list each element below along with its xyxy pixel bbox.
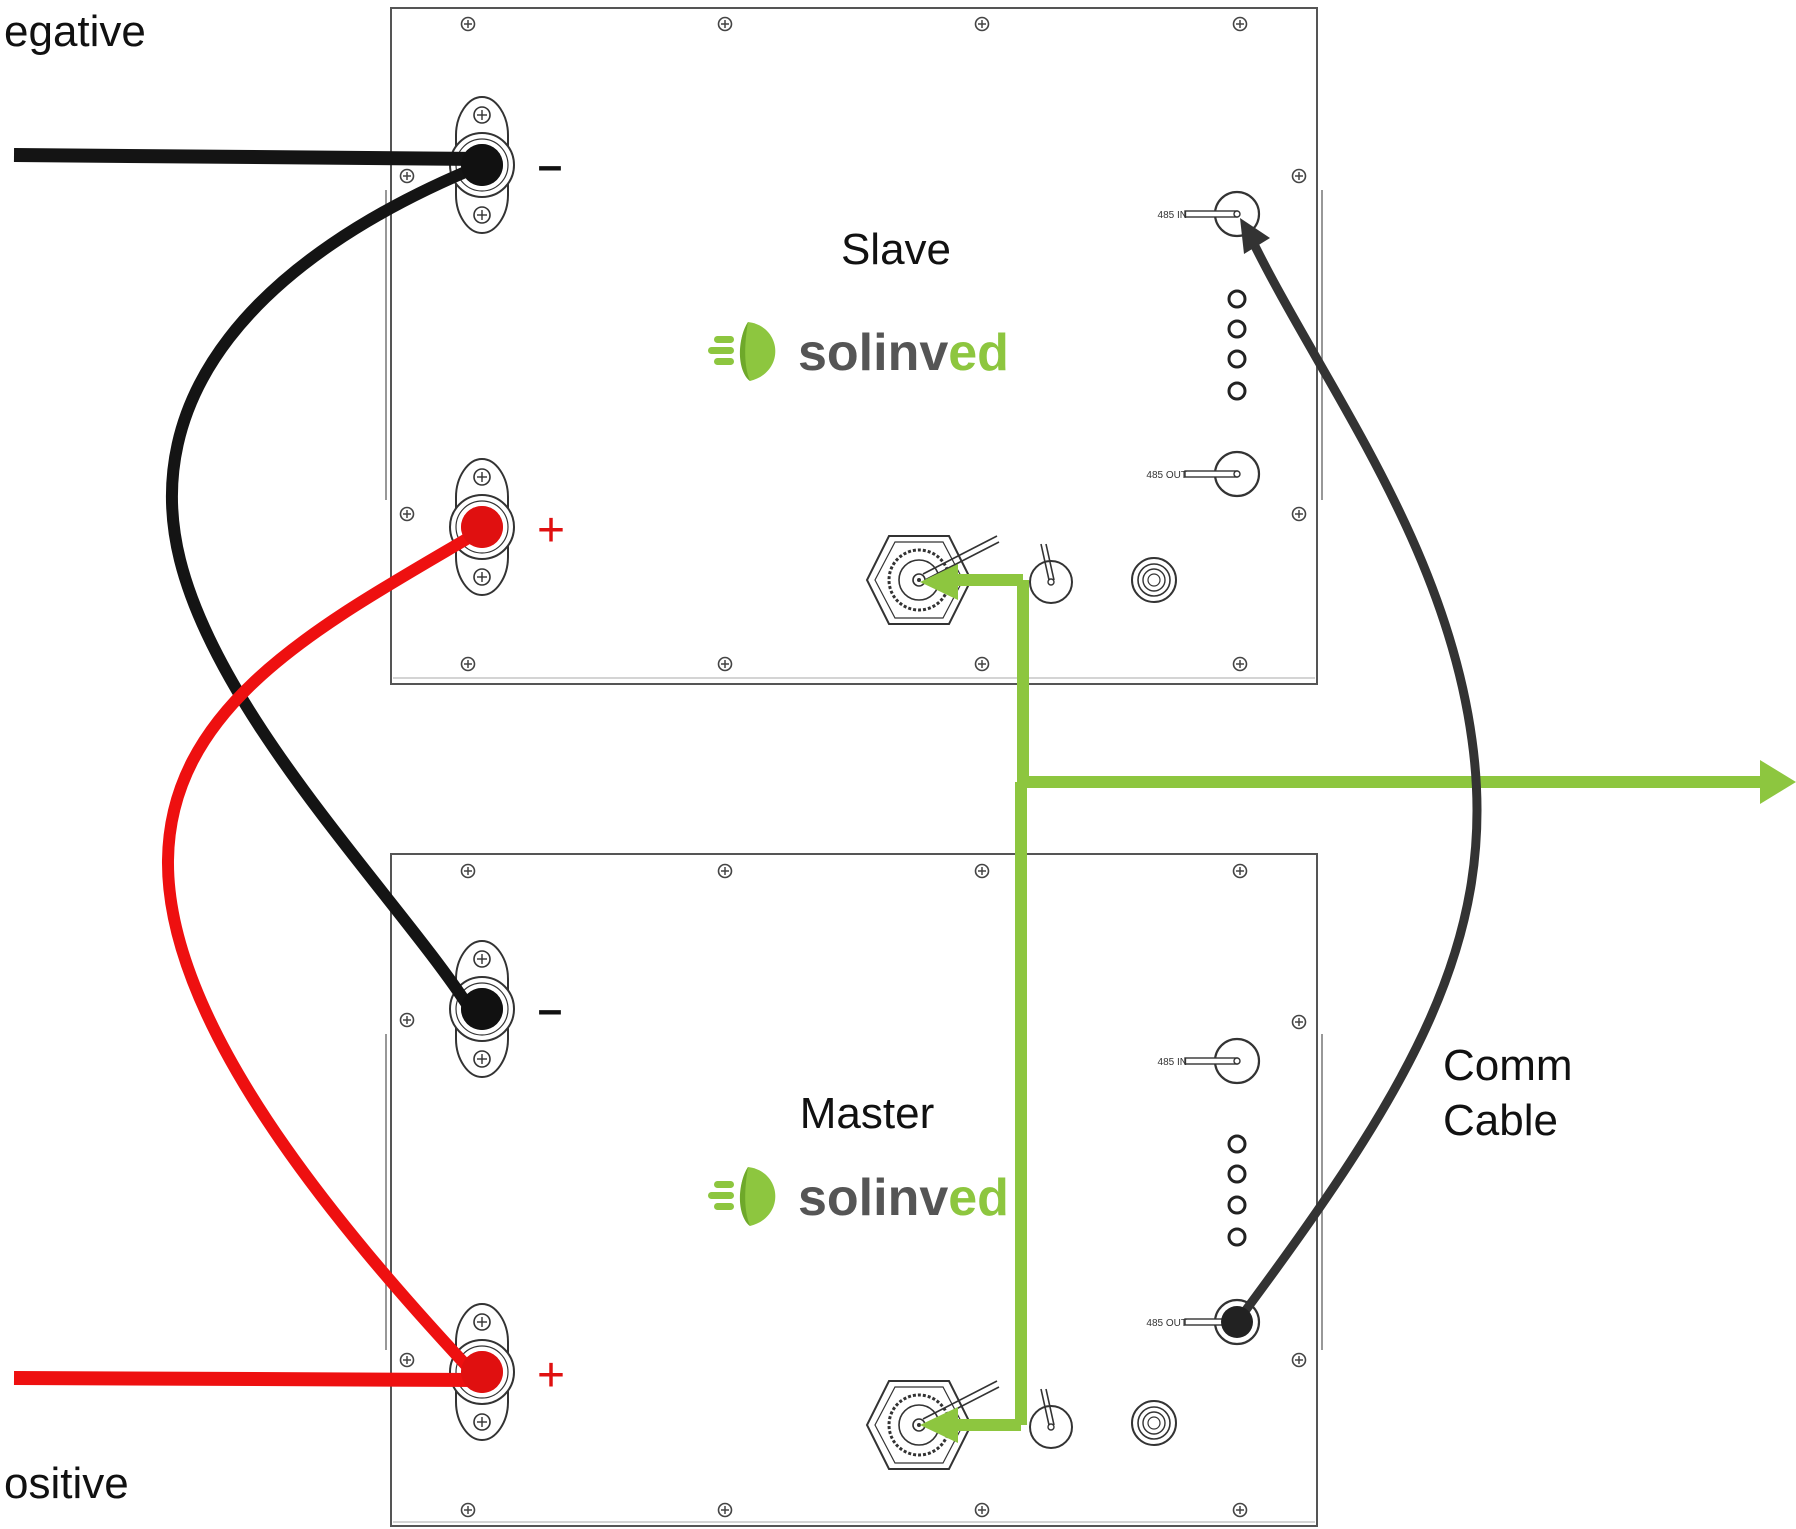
arrow-left-icon: [920, 1407, 958, 1443]
plus-sign: +: [537, 504, 565, 557]
status-led-icon: [1227, 289, 1247, 401]
reset-button-icon: [1131, 557, 1177, 603]
comm-cable-label-line2: Cable: [1443, 1096, 1558, 1145]
reset-button-icon: [1131, 1400, 1177, 1446]
status-led-icon: [1227, 1134, 1247, 1247]
brand-name: solinved: [798, 1169, 1009, 1227]
port-in-label: 485 IN: [1158, 210, 1187, 221]
arrow-right-icon: [1760, 760, 1796, 804]
negative-post-icon: [461, 144, 503, 186]
arrow-left-icon: [920, 564, 958, 600]
port-out-label: 485 OUT: [1146, 1318, 1187, 1329]
negative-label: egative: [4, 7, 146, 56]
port-out-label: 485 OUT: [1146, 470, 1187, 481]
positive-post-icon: [461, 506, 503, 548]
battery-slave: – + Slave solinved 485 IN 485 OUT: [385, 7, 1323, 685]
bus-connection: [920, 564, 1796, 1443]
battery-role-label: Slave: [841, 225, 951, 274]
minus-sign: –: [538, 141, 562, 190]
positive-cable: [13, 524, 488, 1387]
comm-cable-label-line1: Comm: [1443, 1041, 1573, 1090]
brand-logo: solinved: [708, 322, 1009, 382]
comm-cable: [1221, 218, 1482, 1338]
positive-label: ositive: [4, 1459, 129, 1508]
brand-name: solinved: [798, 324, 1009, 382]
battery-master: – + Master solinved 485 IN 485 OUT: [385, 853, 1323, 1527]
brand-logo: solinved: [708, 1167, 1009, 1227]
plus-sign: +: [537, 1349, 565, 1402]
negative-cable: [13, 148, 488, 1015]
port-in-label: 485 IN: [1158, 1057, 1187, 1068]
minus-sign: –: [538, 985, 562, 1034]
battery-role-label: Master: [800, 1089, 934, 1138]
arrow-up-icon: [1240, 218, 1270, 254]
negative-post-icon: [461, 988, 503, 1030]
comm-plug-icon: [1221, 1306, 1253, 1338]
positive-post-icon: [461, 1351, 503, 1393]
